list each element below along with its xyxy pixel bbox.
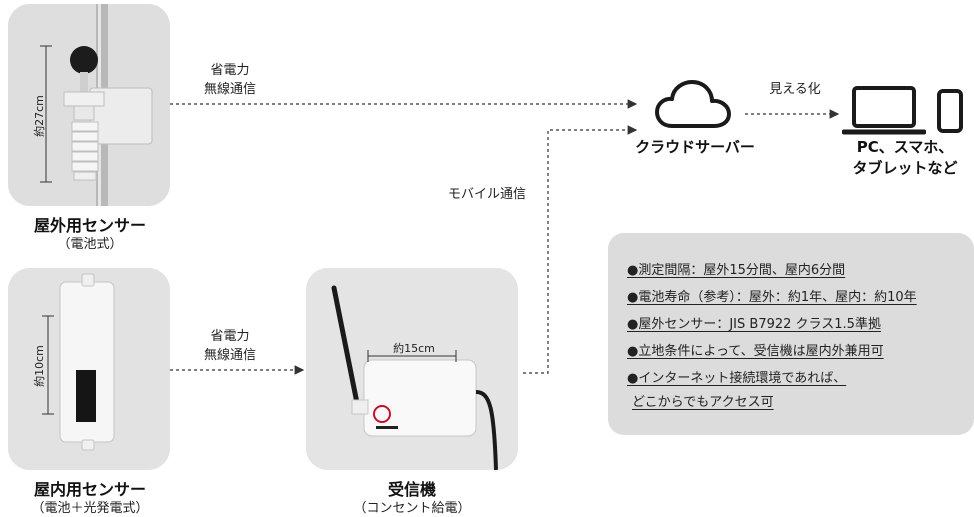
cloud-icon	[655, 80, 731, 128]
indoor-sensor-dimension: 約10cm	[33, 345, 46, 387]
outdoor-sensor-subtitle: （電池式）	[57, 237, 123, 252]
receiver-dimension: 約15cm	[393, 342, 435, 355]
indoor-link-line1: 省電力	[210, 329, 250, 344]
outdoor-sensor-photo: 約27cm	[8, 4, 170, 206]
spec-item: ●立地条件によって、受信機は屋内外兼用可	[627, 344, 884, 359]
visualize-link-label: 見える化	[769, 82, 821, 97]
outdoor-link-line2: 無線通信	[203, 82, 256, 97]
outdoor-sensor-image	[8, 4, 170, 206]
indoor-link-label: 省電力 無線通信	[185, 327, 275, 365]
indoor-sensor-photo: 約10cm	[8, 268, 170, 470]
indoor-link-line2: 無線通信	[203, 348, 256, 363]
indoor-sensor-image	[8, 268, 170, 470]
outdoor-link-line1: 省電力	[210, 63, 250, 78]
spec-item: ●電池寿命（参考）：屋外：約1年、屋内：約10年	[627, 290, 917, 305]
devices-label-line1: PC、スマホ、	[856, 138, 954, 156]
receiver-to-cloud-line	[523, 125, 638, 374]
laptop-icon	[842, 86, 926, 135]
devices-label-line2: タブレットなど	[852, 159, 958, 177]
receiver-subtitle: （コンセント給電）	[353, 501, 471, 516]
receiver-photo: 約15cm	[306, 268, 518, 470]
spec-item: ●屋外センサー：JIS B7922 クラス1.5準拠	[627, 317, 881, 332]
spec-item: どこからでもアクセス可	[632, 395, 774, 410]
specs-panel: ●測定間隔：屋外15分間、屋内6分間 ●電池寿命（参考）：屋外：約1年、屋内：約…	[608, 233, 974, 435]
receiver-image	[306, 268, 518, 470]
cloud-label: クラウドサーバー	[635, 138, 755, 156]
outdoor-sensor-title: 屋外用センサー	[33, 216, 146, 235]
receiver-title: 受信機	[387, 480, 436, 499]
smartphone-icon	[937, 89, 963, 133]
outdoor-link-label: 省電力 無線通信	[185, 61, 275, 99]
spec-item: ●測定間隔：屋外15分間、屋内6分間	[627, 263, 846, 278]
indoor-sensor-subtitle: （電池＋光発電式）	[31, 501, 149, 516]
outdoor-sensor-dimension: 約27cm	[33, 95, 46, 137]
mobile-link-label: モバイル通信	[448, 187, 527, 202]
spec-item: ●インターネット接続環境であれば、	[627, 371, 847, 386]
indoor-sensor-title: 屋内用センサー	[33, 480, 146, 499]
